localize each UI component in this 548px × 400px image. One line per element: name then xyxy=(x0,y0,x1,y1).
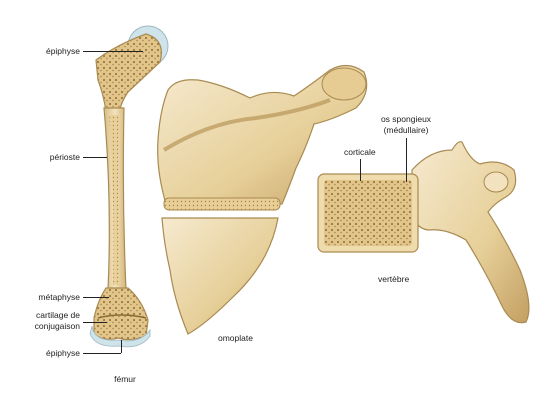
label-epiphyse-top: épiphyse xyxy=(45,46,80,56)
leader-perioste xyxy=(83,157,107,158)
femur-marrow xyxy=(109,115,120,285)
femur-illustration xyxy=(89,25,169,348)
caption-omoplate: omoplate xyxy=(218,333,253,343)
vertebra-arch xyxy=(411,141,530,324)
scapula-illustration xyxy=(157,64,368,335)
caption-femur: fémur xyxy=(114,374,136,384)
leader-epiphyse-bottom-v xyxy=(121,340,122,353)
vertebra-illustration xyxy=(317,141,530,324)
label-os-spongieux-line2: (médullaire) xyxy=(383,125,429,135)
label-perioste: périoste xyxy=(49,152,80,162)
scapula-upper xyxy=(157,64,368,205)
label-cartilage-line2: conjugaison xyxy=(34,321,80,331)
leader-epiphyse-bottom xyxy=(83,353,121,354)
scapula-spine xyxy=(162,98,331,152)
leader-epiphyse-top xyxy=(83,51,143,52)
acromion xyxy=(321,67,367,101)
leader-os-spongieux xyxy=(406,138,407,182)
femur-distal-end xyxy=(93,287,149,341)
label-cartilage-line1: cartilage de xyxy=(36,310,80,320)
vertebra-facet xyxy=(483,171,509,193)
scapula-lower xyxy=(161,217,279,335)
vertebra-spongy xyxy=(324,180,412,246)
label-os-spongieux-line1: os spongieux xyxy=(380,114,432,124)
leader-cartilage xyxy=(83,322,107,323)
label-metaphyse: métaphyse xyxy=(38,292,80,302)
caption-vertebre: vertèbre xyxy=(378,274,410,284)
femur-distal-cartilage xyxy=(89,325,151,348)
scapula-section xyxy=(163,197,281,211)
label-epiphyse-bottom: épiphyse xyxy=(45,348,80,358)
leader-metaphyse xyxy=(83,297,109,298)
label-corticale: corticale xyxy=(344,147,376,157)
growth-plate-line xyxy=(97,314,147,319)
femur-proximal-end xyxy=(95,33,162,113)
leader-corticale xyxy=(360,159,361,181)
